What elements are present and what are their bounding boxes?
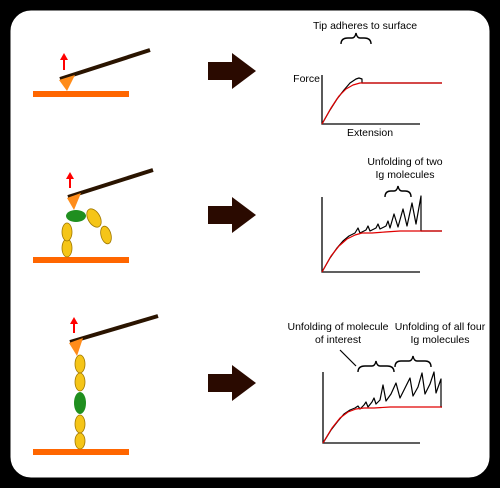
ig-domain (61, 238, 73, 258)
force-trace-red (321, 230, 442, 273)
red-up-arrow-icon (60, 53, 68, 70)
substrate-surface (33, 257, 129, 263)
ig-domain (74, 372, 86, 392)
ig-domain (74, 354, 86, 374)
annotation-four-ig-line1: Unfolding of all four (394, 321, 486, 333)
annotation-tip-adheres: Tip adheres to surface (312, 20, 418, 32)
molecule-of-interest (66, 210, 86, 222)
ig-domain (74, 432, 86, 450)
annotation-four-ig-line2: Ig molecules (410, 334, 470, 346)
ig-domain (61, 222, 73, 242)
row-1-tip-adhesion (33, 32, 442, 125)
axis-label-extension: Extension (346, 127, 394, 139)
annotation-molecule-interest-line1: Unfolding of molecule (287, 321, 389, 333)
force-graph-2 (321, 185, 442, 273)
force-graph-1 (321, 32, 442, 125)
red-up-arrow-icon (70, 317, 78, 333)
row-3-full-unfolding (33, 314, 442, 455)
ig-domain (86, 208, 102, 228)
cantilever-beam (59, 48, 151, 81)
right-arrow-icon (208, 197, 256, 233)
protein-chain (61, 208, 112, 258)
molecule-of-interest (74, 392, 86, 414)
red-up-arrow-icon (66, 172, 74, 188)
afm-tip (67, 193, 81, 210)
force-graph-3 (322, 349, 442, 444)
right-arrow-icon (208, 53, 256, 89)
force-trace-black (322, 371, 442, 444)
protein-chain (74, 354, 86, 450)
curly-brace-icon (384, 185, 412, 198)
force-trace-red (321, 82, 442, 125)
curly-brace-icon (340, 32, 372, 45)
cantilever-beam (67, 168, 154, 199)
afm-tip (59, 75, 75, 91)
annotation-two-ig-line2: Ig molecules (375, 169, 435, 181)
substrate-surface (33, 91, 129, 97)
diagram-panel (7, 7, 493, 481)
right-arrow-icon (208, 365, 256, 401)
substrate-surface (33, 449, 129, 455)
curly-brace-icon (394, 355, 432, 368)
curly-brace-icon (357, 360, 395, 373)
ig-domain (100, 225, 112, 245)
annotation-two-ig-line1: Unfolding of two (367, 156, 443, 168)
afm-tip (69, 338, 83, 356)
annotation-leader-line (339, 349, 357, 367)
cantilever-beam (69, 314, 159, 344)
annotation-molecule-interest-line2: of interest (314, 334, 362, 346)
force-trace-red (322, 406, 442, 444)
ig-domain (74, 414, 86, 434)
row-2-ig-unfolding (33, 168, 442, 273)
force-trace-black (321, 195, 442, 273)
axis-label-force: Force (293, 73, 320, 85)
